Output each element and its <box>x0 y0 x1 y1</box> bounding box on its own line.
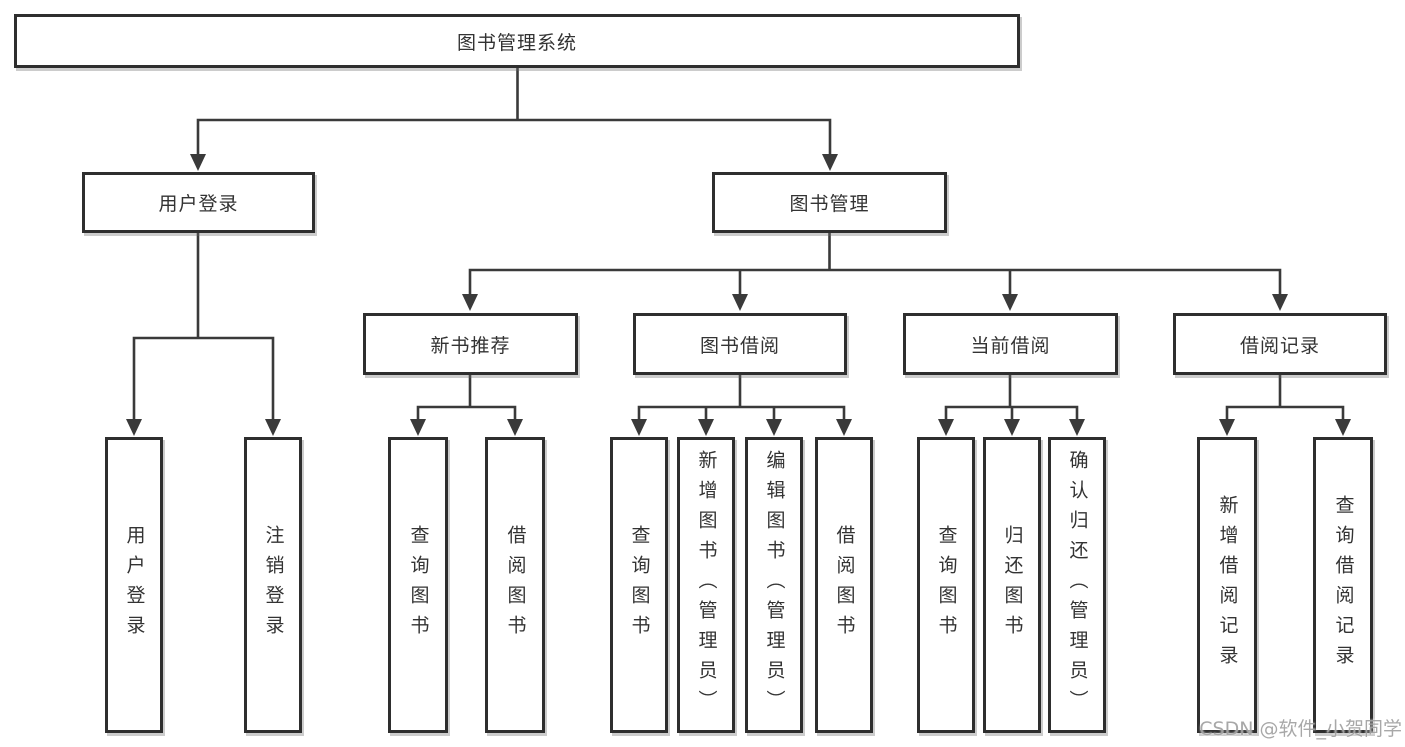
leaf-records-add-record-label: 新增借阅记录 <box>1216 495 1239 675</box>
edge-records-to-leaves <box>1225 375 1345 421</box>
node-book-management-label: 图书管理 <box>789 193 870 215</box>
leaf-borrow-edit-book-admin-label: 编辑图书（管理员） <box>763 450 786 720</box>
edge-root-to-level1 <box>196 68 832 156</box>
edge-borrow-to-leaves <box>637 375 846 421</box>
leaf-recommend-borrow-book: 借阅图书 <box>485 437 545 733</box>
leaf-records-query-record-label: 查询借阅记录 <box>1332 495 1355 675</box>
leaf-records-add-record: 新增借阅记录 <box>1197 437 1257 733</box>
node-borrow-records-label: 借阅记录 <box>1239 334 1320 357</box>
leaf-user-login-label: 用户登录 <box>123 525 146 645</box>
leaf-borrow-add-book-admin-label: 新增图书（管理员） <box>695 450 718 720</box>
leaf-current-query-book: 查询图书 <box>917 437 975 733</box>
node-borrow-records: 借阅记录 <box>1173 313 1387 375</box>
leaf-current-return-book-label: 归还图书 <box>1001 525 1024 645</box>
node-user-login: 用户登录 <box>82 172 315 233</box>
node-current-borrow-label: 当前借阅 <box>970 334 1051 357</box>
node-root: 图书管理系统 <box>14 14 1020 68</box>
leaf-borrow-borrow-book-label: 借阅图书 <box>833 525 856 645</box>
leaf-current-confirm-return-admin: 确认归还（管理员） <box>1048 437 1106 733</box>
leaf-current-confirm-return-admin-label: 确认归还（管理员） <box>1066 450 1089 720</box>
node-book-management: 图书管理 <box>712 172 947 233</box>
node-current-borrow: 当前借阅 <box>903 313 1118 375</box>
node-user-login-label: 用户登录 <box>158 193 239 215</box>
leaf-borrow-borrow-book: 借阅图书 <box>815 437 873 733</box>
leaf-recommend-query-book-label: 查询图书 <box>407 525 430 645</box>
edge-login-to-leaves <box>132 233 275 421</box>
leaf-recommend-query-book: 查询图书 <box>388 437 448 733</box>
leaf-borrow-query-book: 查询图书 <box>610 437 668 733</box>
leaf-logout: 注销登录 <box>244 437 302 733</box>
leaf-records-query-record: 查询借阅记录 <box>1313 437 1373 733</box>
connector-strokes <box>132 68 1345 421</box>
leaf-recommend-borrow-book-label: 借阅图书 <box>504 525 527 645</box>
leaf-borrow-add-book-admin: 新增图书（管理员） <box>677 437 735 733</box>
node-new-book-recommend: 新书推荐 <box>363 313 578 375</box>
edge-management-to-level2 <box>468 233 1282 296</box>
leaf-borrow-edit-book-admin: 编辑图书（管理员） <box>745 437 803 733</box>
node-book-borrow-label: 图书借阅 <box>699 334 780 357</box>
leaf-current-query-book-label: 查询图书 <box>935 525 958 645</box>
node-new-book-recommend-label: 新书推荐 <box>430 334 511 357</box>
watermark: CSDN @软件_小贺同学 <box>1199 718 1402 740</box>
leaf-current-return-book: 归还图书 <box>983 437 1041 733</box>
leaf-user-login: 用户登录 <box>105 437 163 733</box>
arrowheads <box>126 154 1351 436</box>
node-book-borrow: 图书借阅 <box>633 313 847 375</box>
leaf-logout-label: 注销登录 <box>262 525 285 645</box>
edge-current-to-leaves <box>944 375 1079 421</box>
node-root-label: 图书管理系统 <box>456 31 577 54</box>
leaf-borrow-query-book-label: 查询图书 <box>628 525 651 645</box>
arrowhead-set <box>126 154 1351 436</box>
edge-recommend-to-leaves <box>416 375 517 421</box>
